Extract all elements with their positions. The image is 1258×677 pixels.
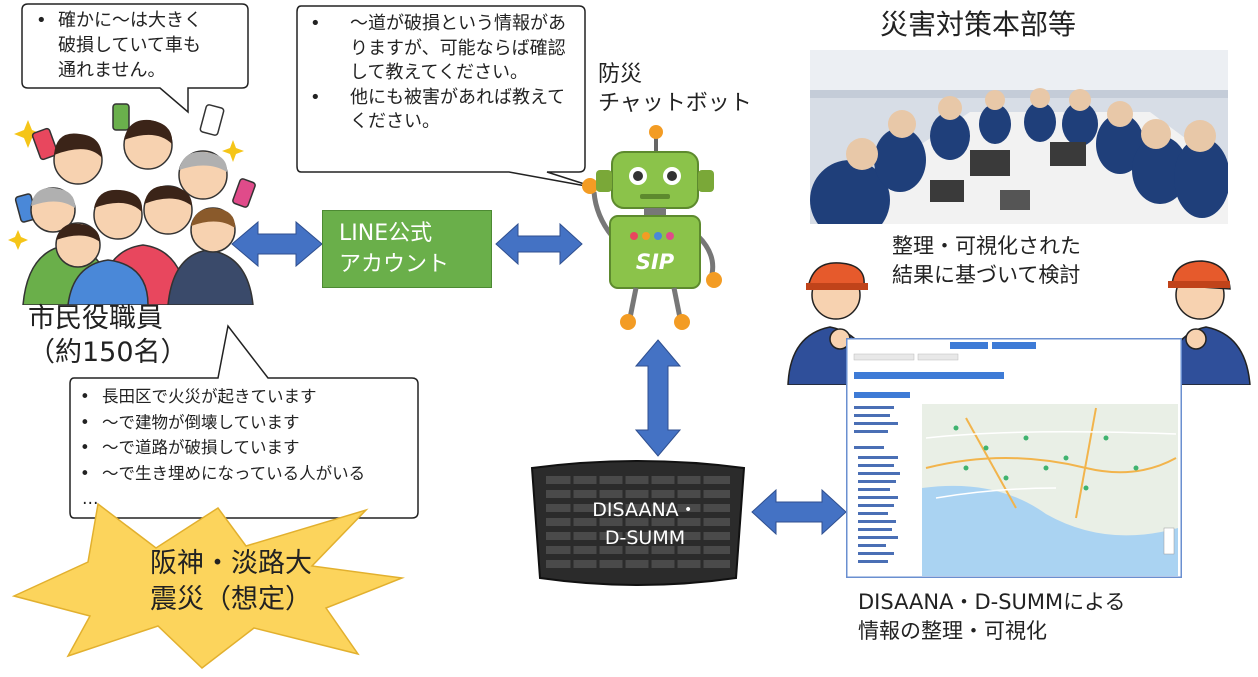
disaster-label: 阪神・淡路大 震災（想定） xyxy=(150,546,370,618)
disaster-label-line: 阪神・淡路大 xyxy=(150,548,312,579)
hq-meeting-photo xyxy=(810,50,1228,224)
hq-title: 災害対策本部等 xyxy=(880,8,1077,41)
report-item: ～で生き埋めになっている人がいる xyxy=(76,461,416,487)
citizen-bubble-shape xyxy=(21,3,249,114)
server-label: DISAANA・ D-SUMM xyxy=(560,496,730,552)
viz-caption-line: 情報の整理・可視化 xyxy=(858,619,1047,643)
line-official-account-box: LINE公式 アカウント xyxy=(322,210,492,288)
disaana-map-screenshot xyxy=(846,338,1182,578)
line-account-label: LINE公式 xyxy=(339,221,433,246)
hq-caption-line: 整理・可視化された xyxy=(892,234,1081,258)
server-label-line: D-SUMM xyxy=(604,527,686,549)
arrow-bot-server xyxy=(634,339,682,457)
chatbot-badge: SIP xyxy=(635,250,675,274)
report-item: ～で建物が倒壊しています xyxy=(76,410,416,436)
reports-bubble: 長田区で火災が起きています ～で建物が倒壊しています ～で道路が破損しています … xyxy=(76,384,416,512)
chatbot-label-line: チャットボット xyxy=(598,91,752,116)
bot-question: ～道が破損という情報がありますが、可能ならば確認して教えてください。 xyxy=(306,12,568,86)
hq-caption: 整理・可視化された 結果に基づいて検討 xyxy=(892,232,1152,290)
citizen-bubble-line: 確かに～は大きく xyxy=(58,10,202,31)
disaster-label-line: 震災（想定） xyxy=(150,584,312,615)
bot-question: 他にも被害があれば教えてください。 xyxy=(306,86,568,135)
line-account-label: アカウント xyxy=(339,252,450,277)
report-ellipsis: … xyxy=(82,489,99,508)
server-label-line: DISAANA・ xyxy=(592,499,698,521)
arrow-server-map xyxy=(751,488,847,536)
citizen-bubble-line: 破損していて車も xyxy=(58,35,201,56)
report-item: ～で道路が破損しています xyxy=(76,435,416,461)
viz-caption-line: DISAANA・D-SUMMによる xyxy=(858,590,1126,614)
report-item: 長田区で火災が起きています xyxy=(76,384,416,410)
citizens-label-title: 市民役職員 xyxy=(28,303,163,334)
viz-caption: DISAANA・D-SUMMによる 情報の整理・可視化 xyxy=(858,588,1198,646)
citizens-label: 市民役職員 （約150名） xyxy=(28,302,248,370)
hq-caption-line: 結果に基づいて検討 xyxy=(892,263,1081,287)
chatbot-label: 防災 チャットボット xyxy=(598,60,798,118)
server-rack-icon xyxy=(530,460,746,586)
disaster-burst xyxy=(11,502,405,669)
worker-right-icon xyxy=(1165,260,1251,385)
citizens-label-count: （約150名） xyxy=(28,337,188,368)
chatbot-robot-icon xyxy=(582,125,722,330)
citizen-bubble-line: 通れません。 xyxy=(58,60,166,81)
arrow-line-bot xyxy=(495,222,583,266)
citizens-illustration xyxy=(8,103,256,305)
citizen-bubble: • 確かに～は大きく 破損していて車も 通れません。 xyxy=(32,8,242,83)
bot-bubble: ～道が破損という情報がありますが、可能ならば確認して教えてください。 他にも被害… xyxy=(306,12,568,135)
chatbot-label-line: 防災 xyxy=(598,62,643,87)
